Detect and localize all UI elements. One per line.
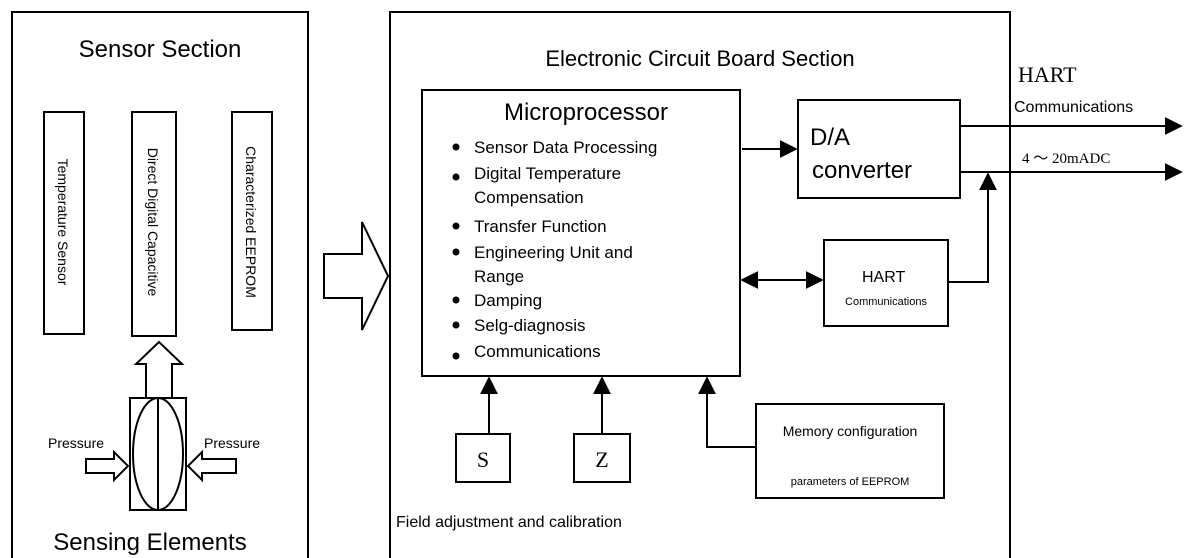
bullet-self-diagnosis: Selg-diagnosis	[474, 316, 586, 335]
bullet-eng-unit-2: Range	[474, 267, 524, 286]
field-adjustment-label: Field adjustment and calibration	[396, 514, 622, 531]
bullet-communications: Communications	[474, 342, 601, 361]
sensing-element	[129, 397, 187, 511]
eeprom-block: Characterized EEPROM	[231, 111, 273, 331]
microprocessor-block: Microprocessor Sensor Data Processing Di…	[421, 89, 741, 377]
sensor-up-arrow	[133, 340, 185, 399]
hart-output-subtitle: Communications	[1014, 99, 1133, 116]
da-converter-line1: D/A	[810, 124, 850, 151]
board-section: Electronic Circuit Board Section Micropr…	[389, 11, 1011, 558]
z-switch-label: Z	[595, 447, 608, 472]
da-converter-line2: converter	[812, 157, 912, 184]
memory-line1: Memory configuration	[783, 423, 918, 439]
microprocessor-bullets: Sensor Data Processing Digital Temperatu…	[452, 138, 657, 361]
eeprom-label: Characterized EEPROM	[243, 146, 259, 298]
memory-line2: parameters of EEPROM	[791, 476, 910, 488]
current-output-label: 4 ～ 20mADC	[1022, 151, 1110, 167]
z-switch: Z	[573, 433, 631, 483]
section-transfer-arrow	[323, 221, 390, 331]
bullet-sensor-data: Sensor Data Processing	[474, 138, 657, 157]
memory-to-micro-arrow	[698, 376, 756, 448]
hart-box-title: HART	[862, 269, 905, 286]
capacitive-sensor-block: Direct Digital Capacitive	[131, 111, 177, 337]
s-switch: S	[455, 433, 511, 483]
temperature-sensor-block: Temperature Sensor	[43, 111, 85, 335]
pressure-left-label: Pressure	[48, 435, 104, 451]
sensor-section-title: Sensor Section	[79, 36, 242, 63]
bullet-transfer-function: Transfer Function	[474, 217, 607, 236]
microprocessor-title: Microprocessor	[504, 99, 668, 126]
hart-communications-block: HART Communications	[823, 239, 949, 327]
memory-configuration-block: Memory configuration parameters of EEPRO…	[755, 403, 945, 499]
pressure-left-arrow	[85, 449, 130, 483]
hart-to-output-arrow	[948, 172, 997, 283]
bullet-digital-temp-1: Digital Temperature	[474, 164, 621, 183]
board-section-frame	[389, 11, 1011, 558]
hart-output-title: HART	[1018, 62, 1077, 87]
hart-box-subtitle: Communications	[845, 296, 927, 308]
sensor-section-frame	[11, 11, 309, 558]
sensor-section: Sensor Section Temperature Sensor Direct…	[11, 11, 309, 558]
pressure-right-label: Pressure	[204, 435, 260, 451]
bullet-digital-temp-2: Compensation	[474, 188, 584, 207]
bullet-eng-unit-1: Engineering Unit and	[474, 243, 633, 262]
outputs: HART Communications 4 ～ 20mADC	[960, 62, 1183, 181]
capacitive-sensor-label: Direct Digital Capacitive	[145, 148, 161, 297]
board-section-title: Electronic Circuit Board Section	[545, 46, 854, 71]
pressure-right-arrow	[186, 449, 237, 483]
da-converter-block: D/A converter	[797, 99, 961, 199]
bullet-damping: Damping	[474, 291, 542, 310]
s-switch-label: S	[477, 447, 489, 472]
temperature-sensor-label: Temperature Sensor	[55, 159, 71, 286]
sensing-elements-label: Sensing Elements	[53, 529, 246, 556]
